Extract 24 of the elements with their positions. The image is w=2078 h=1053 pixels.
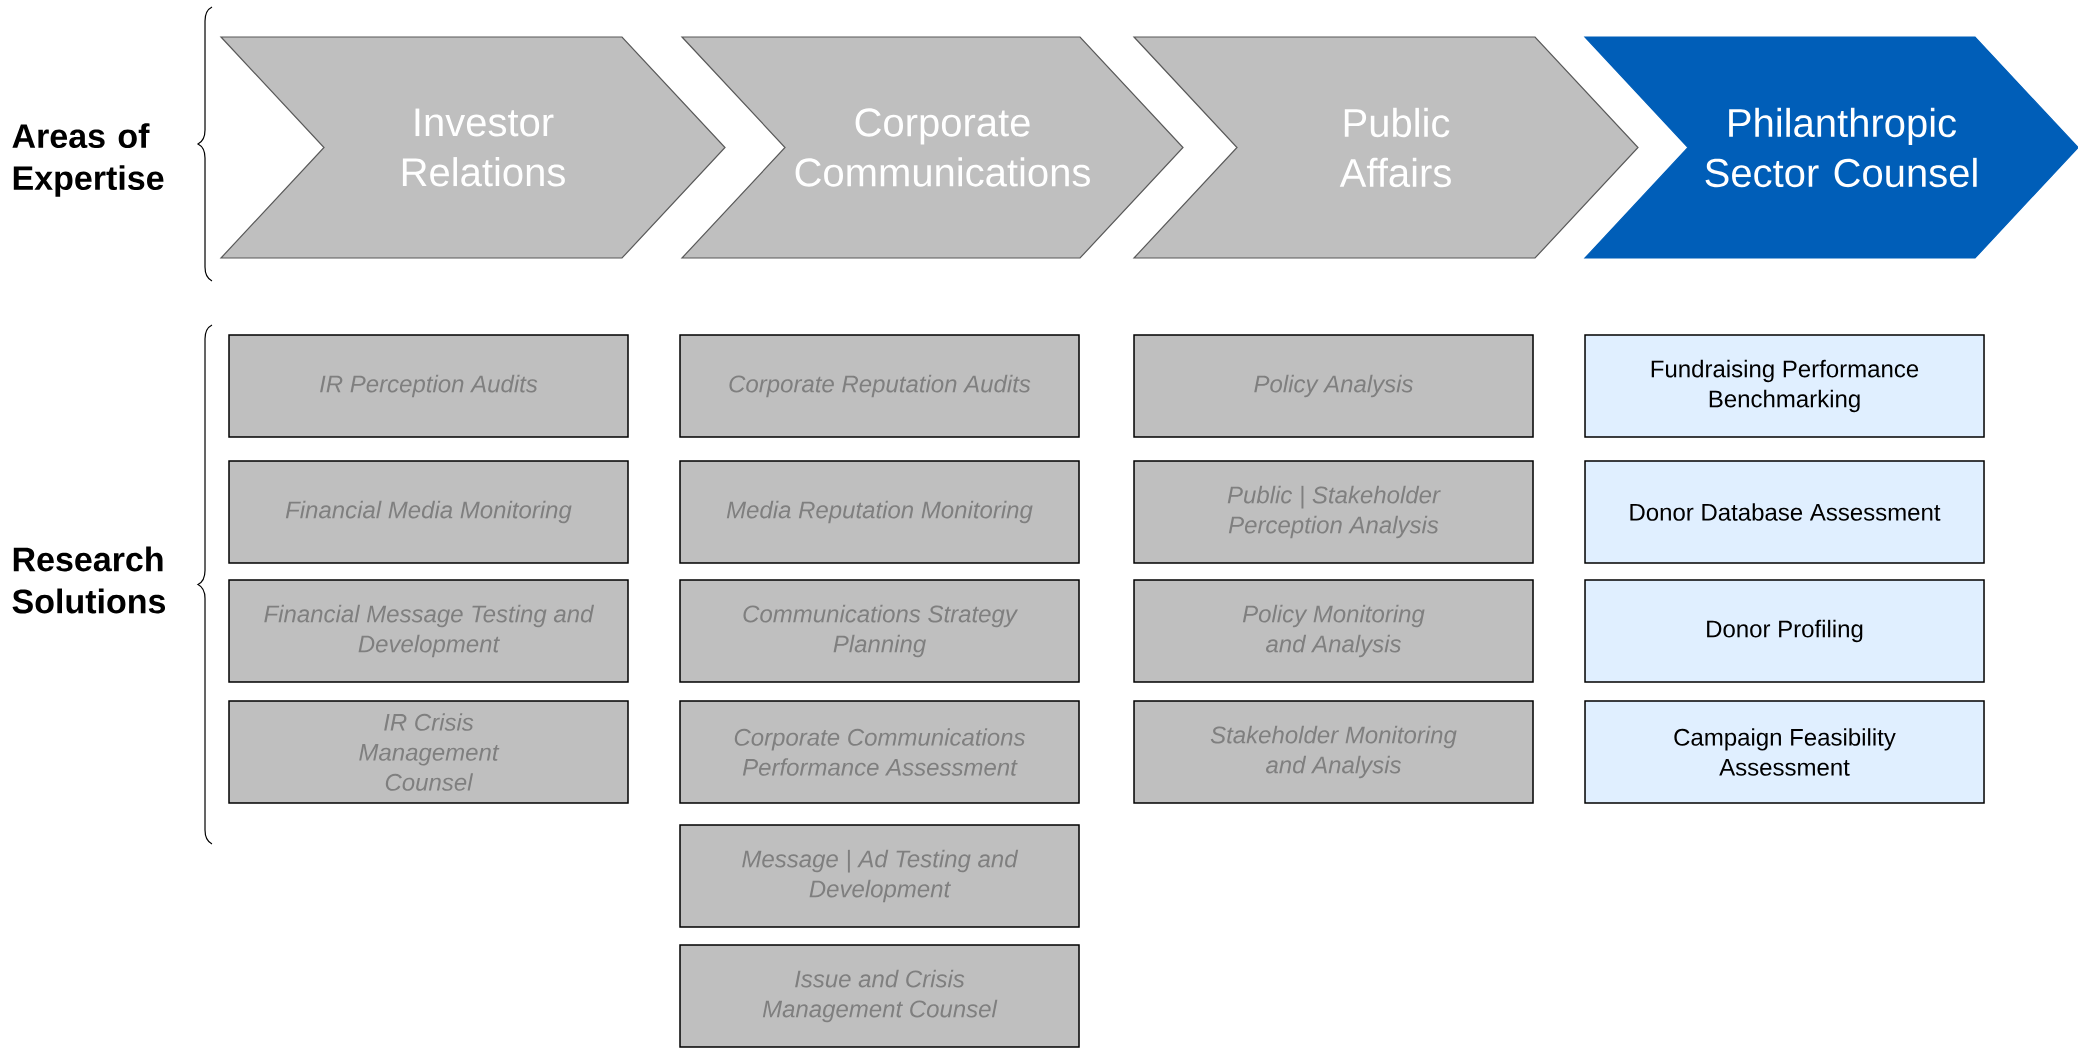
solution-box: Policy Analysis (1133, 334, 1534, 438)
stage-banner: Public Affairs (1132, 36, 1639, 259)
solution-box: Media Reputation Monitoring (679, 460, 1080, 564)
row-heading: Areas of Expertise (12, 123, 164, 197)
solution-box: IR Perception Audits (228, 334, 629, 438)
solution-box: Communications Strategy Planning (679, 579, 1080, 683)
solution-box: Corporate Communications Performance Assessment (679, 700, 1080, 804)
solution-box: Issue and Crisis Management Counsel (679, 944, 1080, 1048)
solution-box: Public | Stakeholder Perception Analysis (1133, 460, 1534, 564)
stage-banner: Investor Relations (219, 36, 726, 259)
solution-box: Stakeholder Monitoring and Analysis (1133, 700, 1534, 804)
solution-box: Financial Message Testing and Development (228, 579, 629, 683)
solution-box: Message | Ad Testing and Development (679, 824, 1080, 928)
stage-banner: Corporate Communications (680, 36, 1184, 259)
solution-box: Donor Profiling (1584, 579, 1985, 683)
solution-box: Campaign Feasibility Assessment (1584, 700, 1985, 804)
solution-box: IR Crisis Management Counsel (228, 700, 629, 804)
stage-banner: Philanthropic Sector Counsel (1583, 36, 2078, 259)
solution-box: Fundraising Performance Benchmarking (1584, 334, 1985, 438)
solution-box: Corporate Reputation Audits (679, 334, 1080, 438)
solution-box: Donor Database Assessment (1584, 460, 1985, 564)
solution-box: Policy Monitoring and Analysis (1133, 579, 1534, 683)
row-heading: Research Solutions (12, 546, 166, 614)
solution-box: Financial Media Monitoring (228, 460, 629, 564)
